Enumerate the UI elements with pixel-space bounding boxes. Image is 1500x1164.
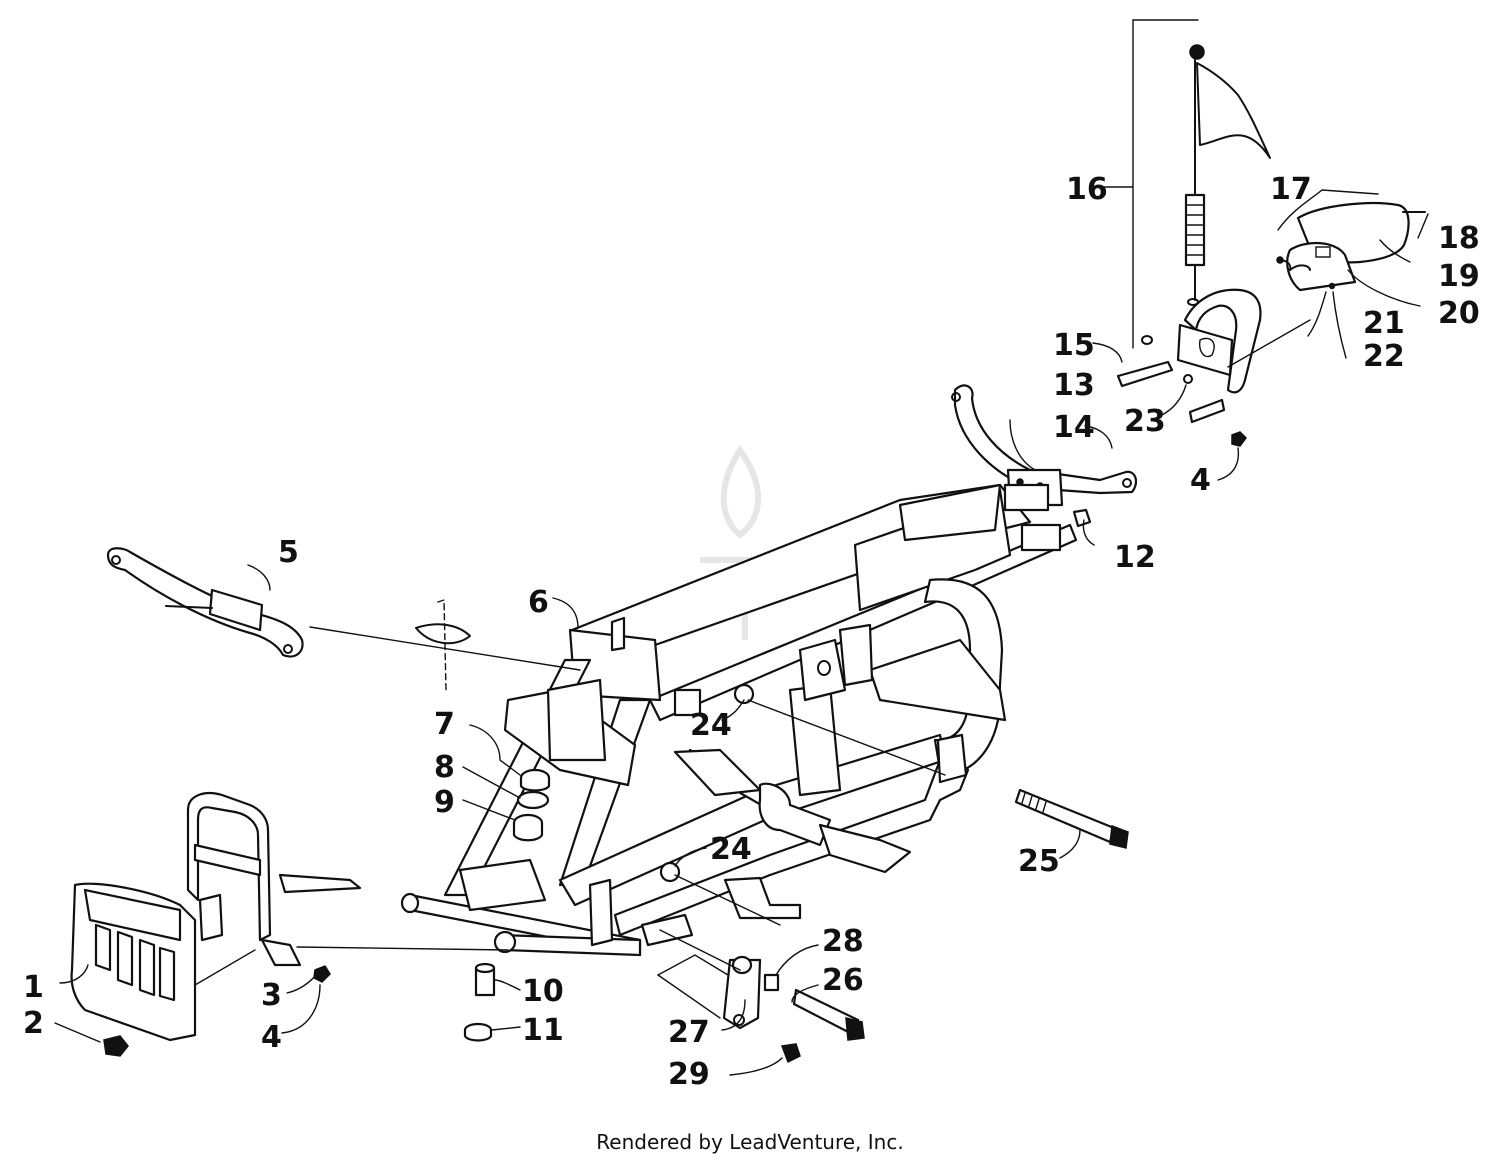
callout-26: 26 [822,963,864,998]
callout-12: 12 [1114,540,1156,575]
callout-18: 18 [1438,221,1480,256]
callout-9: 9 [434,785,455,820]
rear-rack [1116,288,1262,447]
front-bumper-bar [106,547,304,658]
callout-25: 25 [1018,844,1060,879]
flag-assembly [1141,44,1271,345]
callout-29: 29 [668,1057,710,1092]
callout-17: 17 [1270,172,1312,207]
footer-credit: Rendered by LeadVenture, Inc. [596,1130,904,1154]
leader-lines [54,213,1429,1076]
callout-4-rear: 4 [1190,463,1211,498]
callout-24-lower: 24 [710,832,752,867]
main-frame [400,483,1078,957]
callout-15: 15 [1053,328,1095,363]
callout-19: 19 [1438,259,1480,294]
callout-3: 3 [261,978,282,1013]
callout-20: 20 [1438,296,1480,331]
callout-24-upper: 24 [690,708,732,743]
spacer-12 [1072,508,1092,528]
callout-1: 1 [23,970,44,1005]
tail-light-assembly [1276,202,1426,292]
callout-11: 11 [522,1013,564,1048]
callout-6: 6 [528,585,549,620]
callout-23: 23 [1124,404,1166,439]
through-bolt [1014,788,1129,849]
spacer-24-upper [733,683,755,705]
callout-labels: 1 2 3 4 4 5 6 7 8 9 10 11 12 13 14 15 16… [23,172,1480,1092]
callout-22: 22 [1363,339,1405,374]
callout-21: 21 [1363,306,1405,341]
engine-mount [722,955,865,1064]
callout-27: 27 [668,1015,710,1050]
callout-14: 14 [1053,410,1095,445]
front-guard [70,792,362,1057]
callout-8: 8 [434,750,455,785]
callout-4-front: 4 [261,1020,282,1055]
callout-13: 13 [1053,368,1095,403]
rubber-mounts [463,768,551,1042]
callout-10: 10 [522,974,564,1009]
callout-16: 16 [1066,172,1108,207]
spacer-24-lower [659,861,681,883]
callout-5: 5 [278,535,299,570]
callout-28: 28 [822,924,864,959]
callout-7: 7 [434,707,455,742]
callout-2: 2 [23,1006,44,1041]
